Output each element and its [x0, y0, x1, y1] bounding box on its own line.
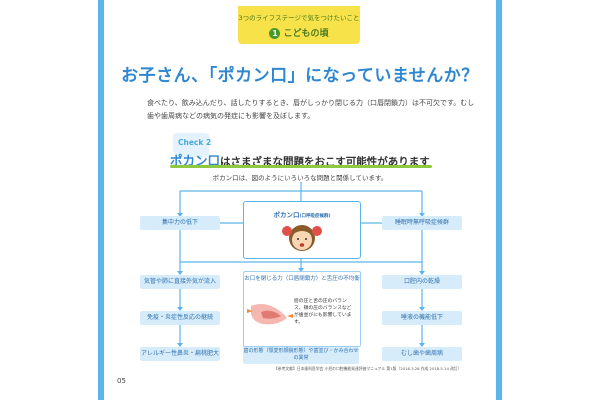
mouth-note: 唇の圧と舌の圧のバランス、頬の圧のバランスなどが歯並びにも影響しています。 [294, 299, 352, 325]
mouth-cross-section-illustration [247, 304, 293, 325]
check-note: ポカン口は、図のようにいろいろな問題と関係しています。 [212, 174, 388, 182]
right-box-1: 睡眠時無呼吸症候群 [382, 216, 462, 230]
check-title-highlight: ポカン口 [170, 153, 221, 168]
left-box-2: 気管や肺に直接外気が流入 [140, 275, 220, 289]
central-box: ポカン口(口呼吸症候群) [243, 201, 361, 259]
right-box-2: 口腔内の乾燥 [382, 275, 462, 289]
right-box-3: 唾液の機能低下 [382, 311, 462, 325]
check-underline [170, 165, 432, 168]
central-title: ポカン口(口呼吸症候群) [244, 209, 360, 219]
central-detail-heading: お口を閉じる力（口唇閉鎖力）と舌圧の不均衡 [244, 276, 360, 282]
page-headline: お子さん、「ポカン口」になっていませんか？ [121, 66, 479, 86]
bottom-center-box: 歯の形態（顎変形顔貌形態）や歯並び・かみ合わせの異常 [243, 347, 359, 364]
central-title-small: (口呼吸症候群) [299, 214, 331, 219]
tab-number: 1 [269, 28, 281, 39]
central-detail-block: お口を閉じる力（口唇閉鎖力）と舌圧の不均衡 唇の圧と舌の圧のバランス、頬の圧のバ… [243, 271, 361, 347]
reference-note: 【参考文献】日本歯科医学会 小児の口腔機能発達評価マニュアル 第1版（2018.… [274, 366, 462, 371]
left-box-3: 免疫・炎症性反応の継続 [140, 311, 220, 325]
page-number: 05 [117, 377, 126, 385]
intro-paragraph: 食べたり、飲み込んだり、話したりするとき、唇がしっかり閉じる力（口唇閉鎖力）は不… [147, 99, 475, 120]
left-box-4: アレルギー性鼻炎・扁桃肥大 [140, 347, 220, 361]
check-label: Check 2 [178, 138, 212, 147]
right-box-4: むし歯や歯周病 [382, 347, 462, 361]
bottom-center-text: 歯の形態（顎変形顔貌形態）や歯並び・かみ合わせの異常 [243, 348, 359, 361]
left-box-1: 集中力の低下 [140, 216, 220, 230]
central-title-main: ポカン口 [273, 211, 300, 219]
tab-title: こどもの頃 [283, 29, 329, 39]
check-bubble-shape [173, 133, 209, 161]
tab-subtitle: 3つのライフステージで気をつけたいこと [238, 14, 360, 22]
child-face-illustration [282, 225, 322, 251]
